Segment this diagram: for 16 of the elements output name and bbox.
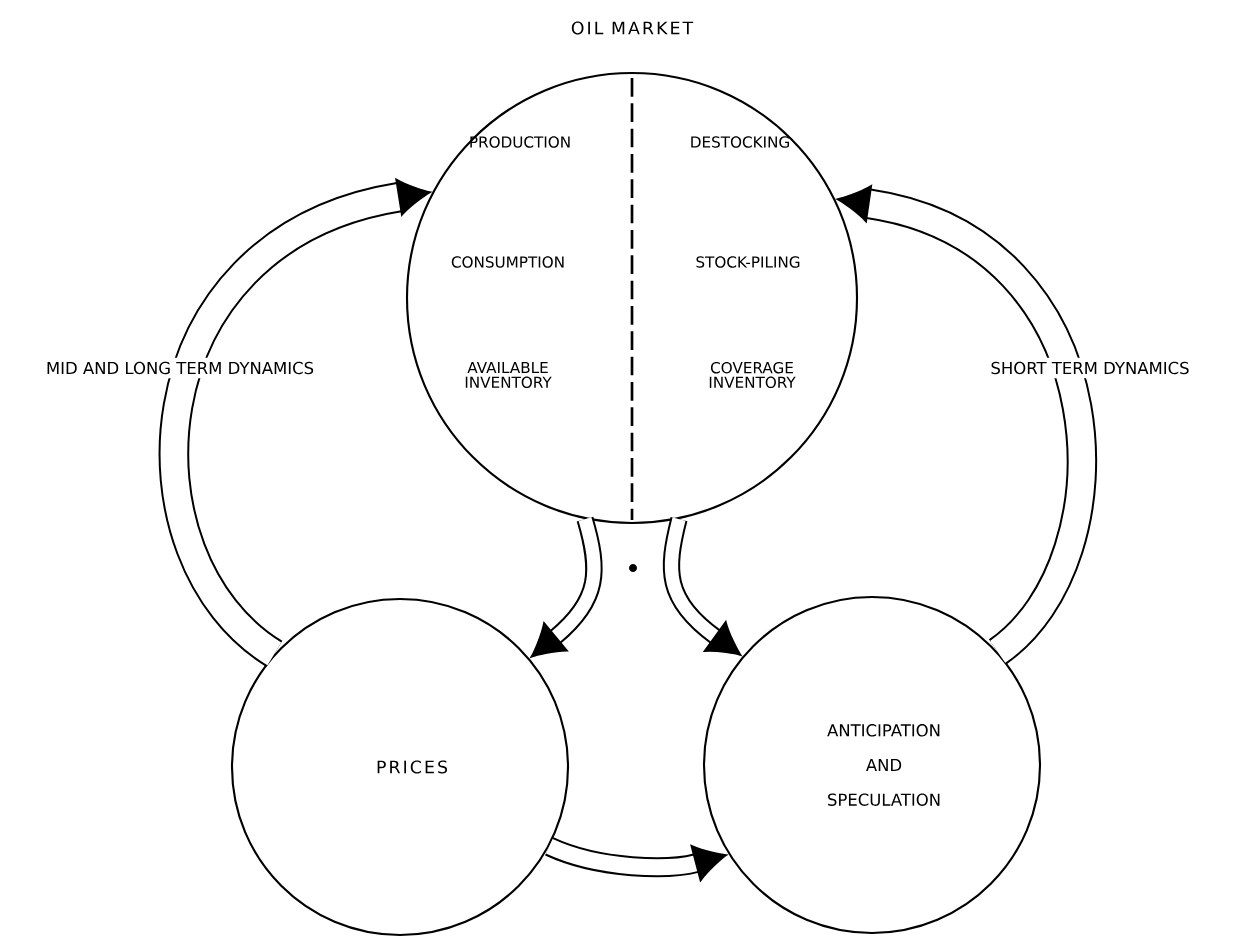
circle-text: STOCK-PILING (696, 256, 800, 268)
circle-text: CONSUMPTION (451, 256, 564, 268)
circle-text: COVERAGE INVENTORY (709, 361, 796, 389)
edge-label: MID AND LONG TERM DYNAMICS (41, 357, 319, 379)
circle-node: ANTICIPATION AND SPECULATION (702, 595, 1042, 935)
hollow-arrow (662, 517, 742, 656)
hollow-arrow (836, 185, 1097, 664)
circle-text: PRODUCTION (470, 136, 570, 148)
heading: OIL MARKET (571, 21, 694, 35)
circle-node: PRICES (230, 597, 570, 937)
circle-text: AVAILABLE INVENTORY (465, 362, 552, 388)
edge-label: SHORT TERM DYNAMICS (986, 357, 1194, 379)
hollow-arrow (545, 837, 727, 882)
hollow-arrow (530, 516, 603, 658)
circle-text: DESTOCKING (691, 136, 789, 148)
hollow-arrow (158, 178, 431, 666)
